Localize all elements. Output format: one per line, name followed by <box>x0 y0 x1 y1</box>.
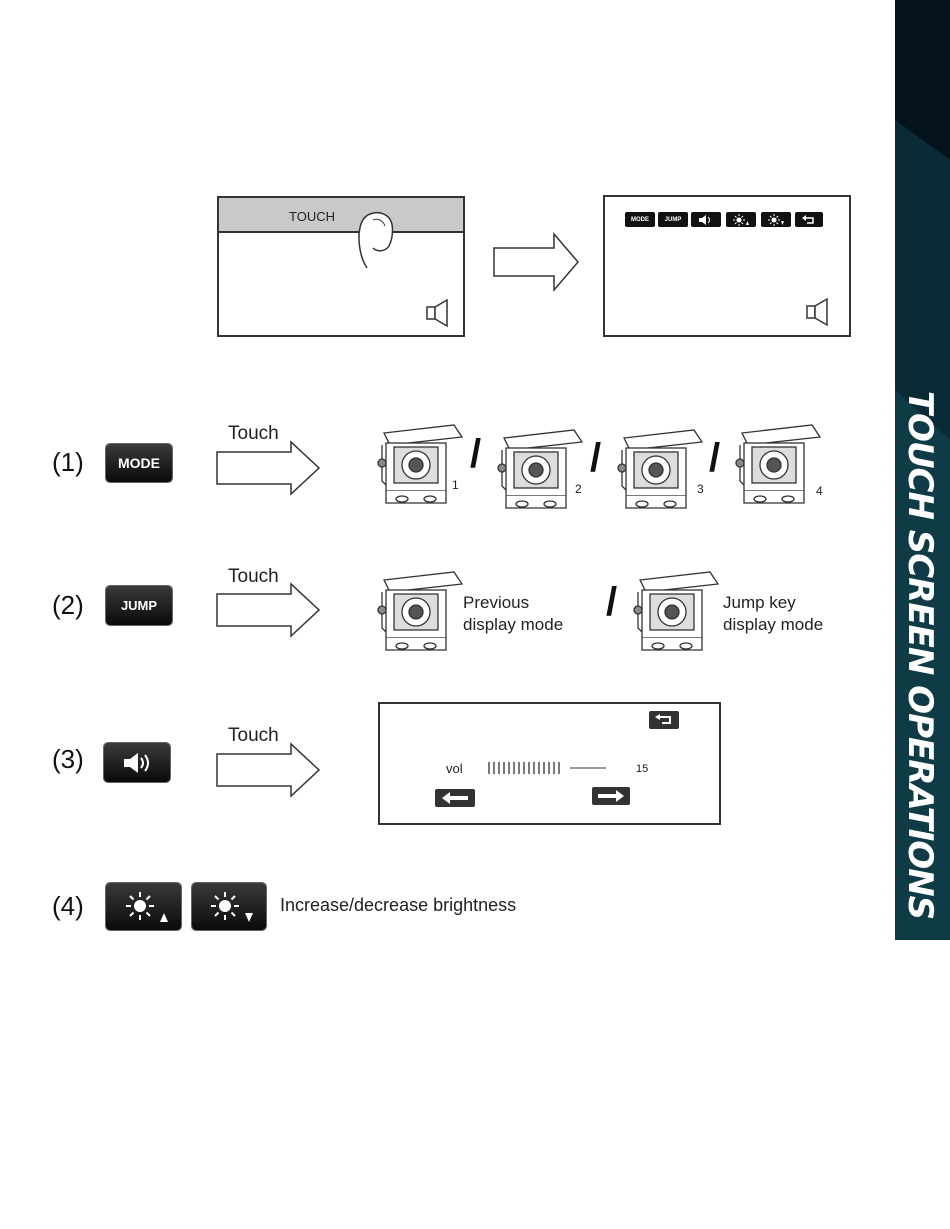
camera-image <box>372 562 472 652</box>
volume-label: vol <box>446 761 463 776</box>
mode-mini-button[interactable]: MODE <box>625 212 655 227</box>
camera-number: 2 <box>575 482 582 496</box>
screen-after-touch: MODE JUMP <box>603 195 851 337</box>
volume-down-button[interactable] <box>435 789 475 807</box>
volume-icon <box>698 215 714 225</box>
brightness-down-icon <box>199 888 259 926</box>
camera-image <box>612 420 712 510</box>
brightness-up-mini-button[interactable] <box>726 212 756 227</box>
screen-before-touch: TOUCH <box>217 196 465 337</box>
camera-number: 4 <box>816 484 823 498</box>
back-button[interactable] <box>649 711 679 729</box>
camera-image <box>492 420 592 510</box>
brightness-up-icon <box>732 214 750 226</box>
camera-image <box>628 562 728 652</box>
step-number: (4) <box>52 891 84 922</box>
previous-mode-caption: Previous display mode <box>463 592 563 636</box>
camera-number: 3 <box>697 482 704 496</box>
brightness-description: Increase/decrease brightness <box>280 895 516 916</box>
arrow-left-icon <box>441 792 469 804</box>
jump-key-mode-caption: Jump key display mode <box>723 592 823 636</box>
jump-mini-button[interactable]: JUMP <box>658 212 688 227</box>
arrow-icon <box>492 232 582 292</box>
volume-slider[interactable] <box>486 761 610 775</box>
back-icon <box>654 714 674 726</box>
touch-label: TOUCH <box>289 209 335 224</box>
volume-button[interactable] <box>104 743 170 782</box>
brightness-up-button[interactable] <box>106 883 181 930</box>
arrow-icon <box>215 582 323 638</box>
jump-button[interactable]: JUMP <box>106 586 172 625</box>
speaker-icon <box>805 297 833 327</box>
back-mini-button[interactable] <box>795 212 823 227</box>
back-icon <box>801 215 817 225</box>
camera-number: 1 <box>452 478 459 492</box>
brightness-down-mini-button[interactable] <box>761 212 791 227</box>
brightness-down-icon <box>767 214 785 226</box>
volume-up-button[interactable] <box>592 787 630 805</box>
arrow-icon <box>215 440 323 496</box>
volume-value: 15 <box>636 763 648 775</box>
separator-slash: / <box>590 436 601 481</box>
speaker-icon <box>425 298 453 328</box>
volume-mini-button[interactable] <box>691 212 721 227</box>
arrow-right-icon <box>597 790 625 802</box>
step-number: (3) <box>52 744 84 775</box>
brightness-down-button[interactable] <box>192 883 266 930</box>
brightness-up-icon <box>114 888 174 926</box>
volume-icon <box>120 752 154 774</box>
volume-screen: vol 15 <box>378 702 721 825</box>
separator-slash: / <box>606 580 617 625</box>
separator-slash: / <box>470 432 481 477</box>
section-title: TOUCH SCREEN OPERATIONS <box>896 430 944 880</box>
step-number: (2) <box>52 590 84 621</box>
camera-image <box>730 415 830 505</box>
arrow-icon <box>215 742 323 798</box>
mode-button[interactable]: MODE <box>106 444 172 482</box>
separator-slash: / <box>709 436 720 481</box>
step-number: (1) <box>52 447 84 478</box>
finger-icon <box>339 206 409 276</box>
